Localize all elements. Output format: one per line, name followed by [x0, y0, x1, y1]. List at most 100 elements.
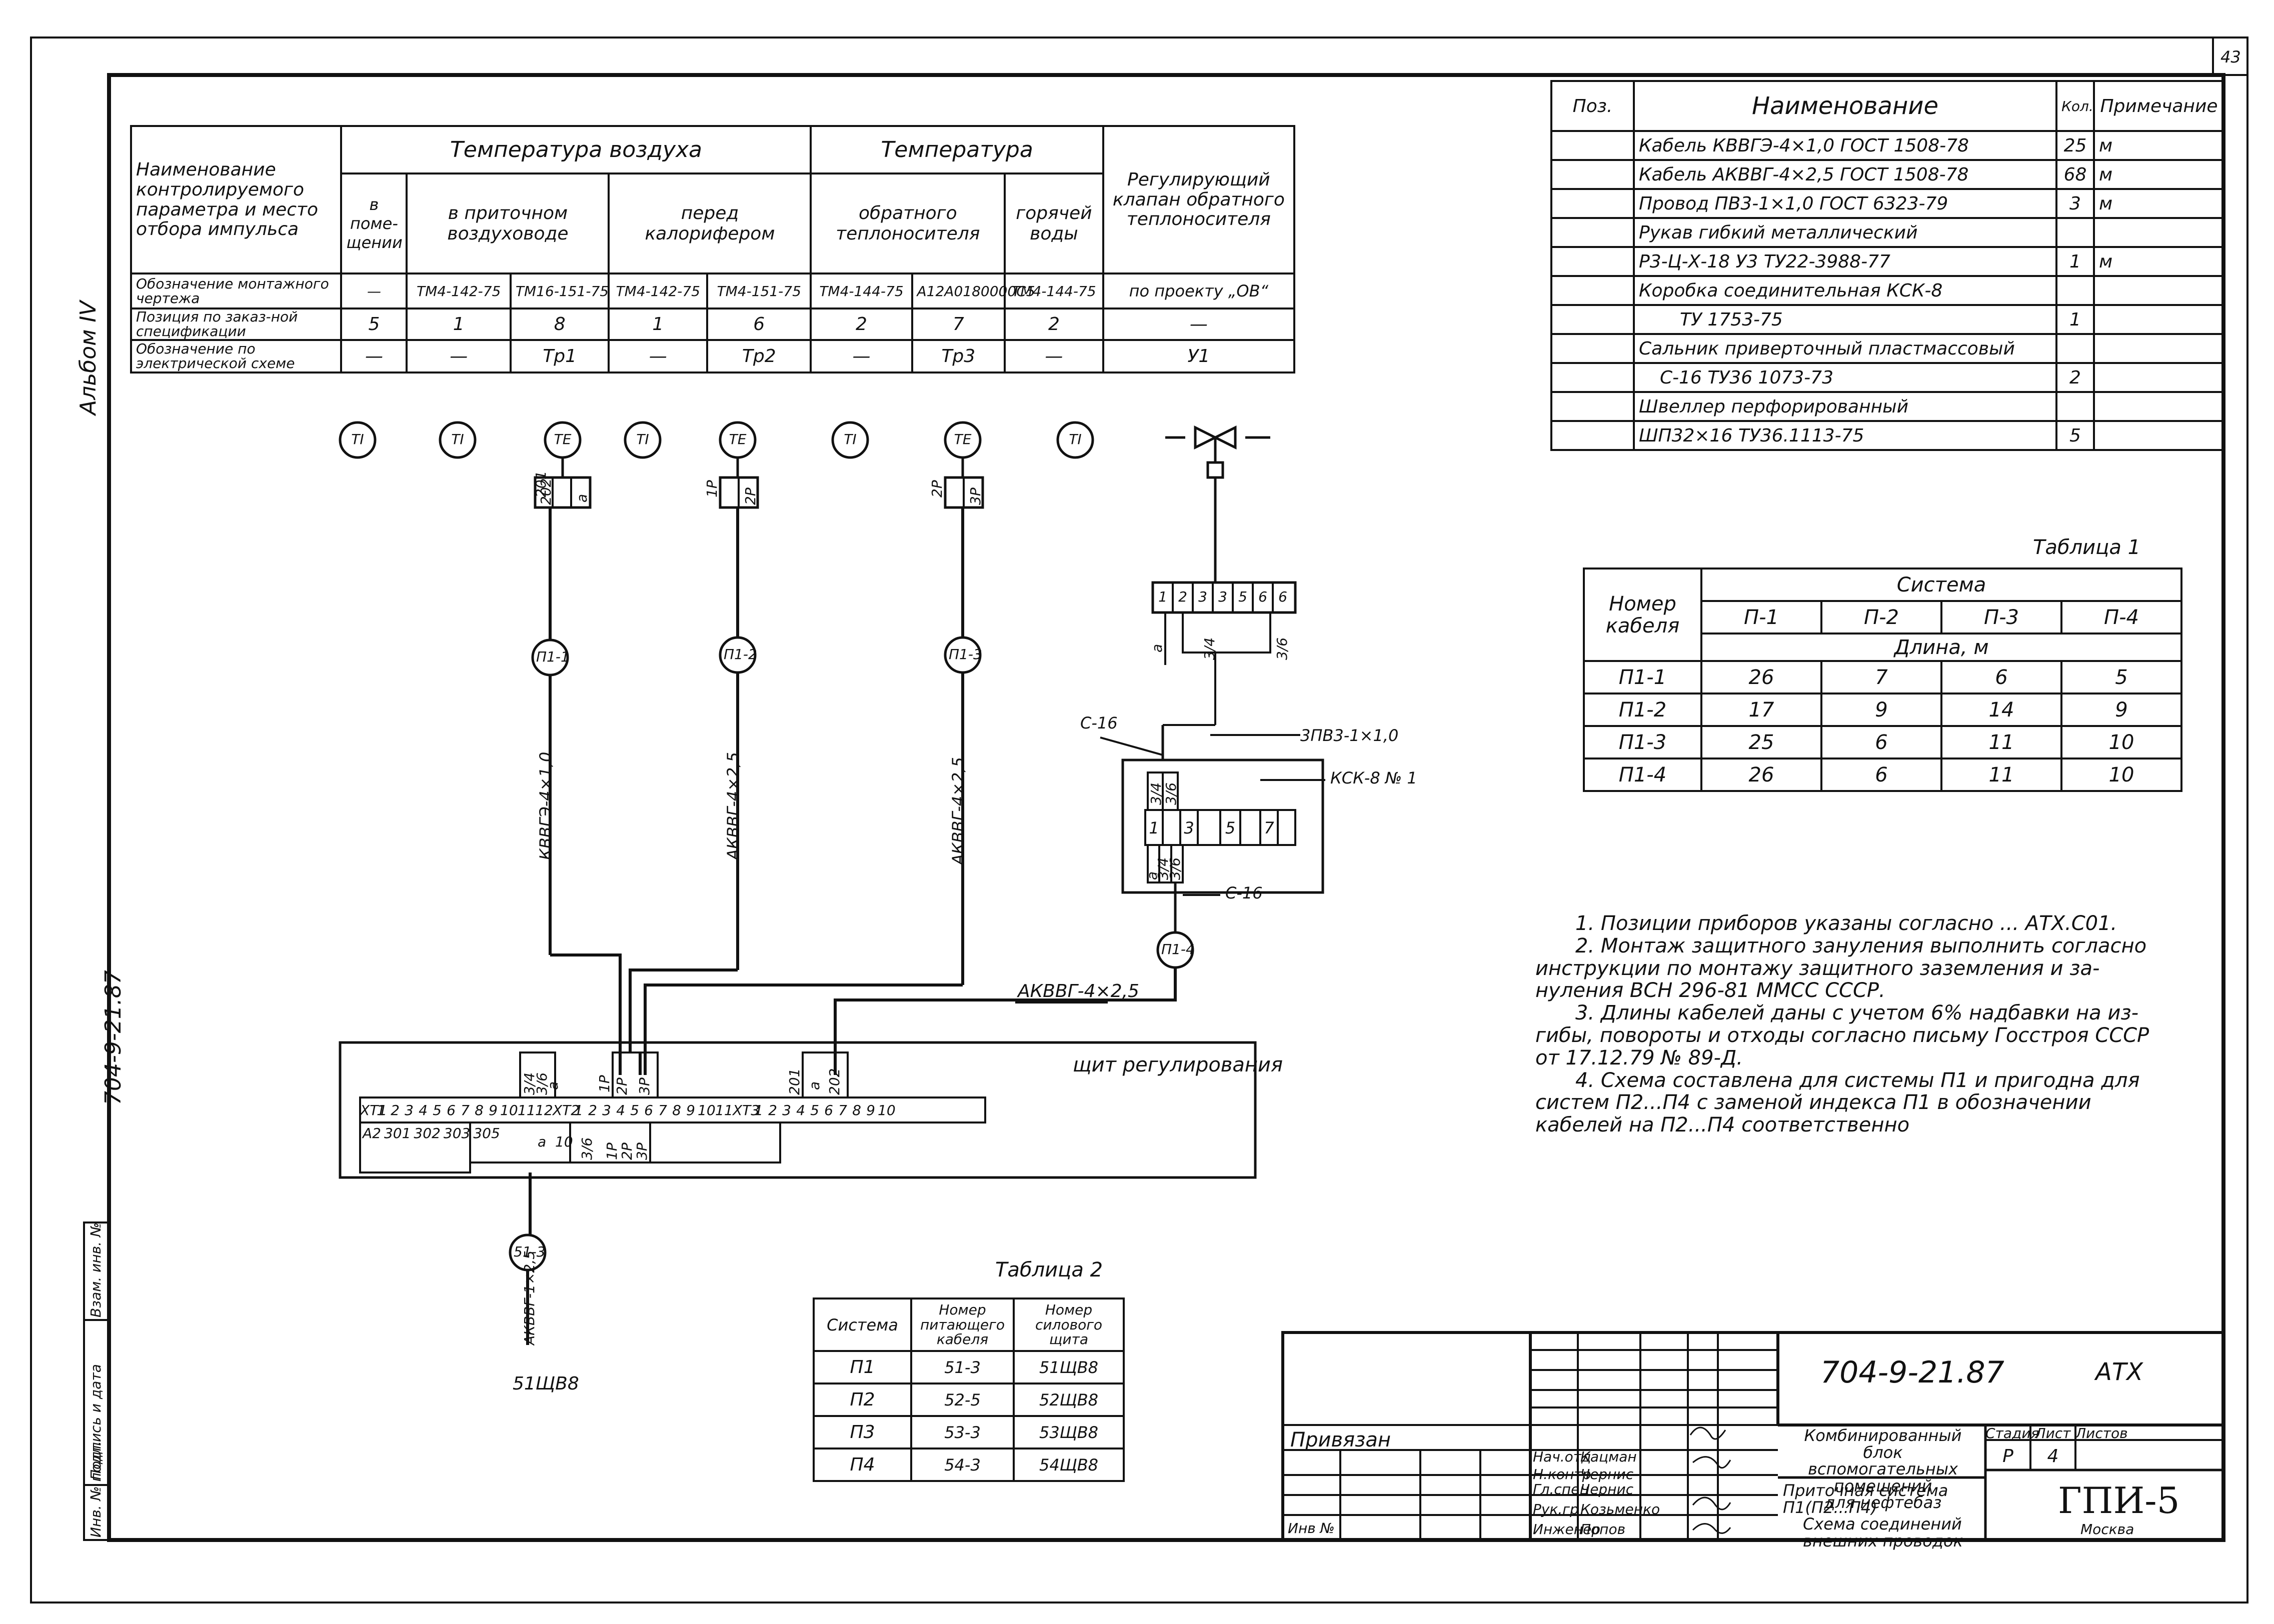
panel-terminal: XT3 [733, 1102, 760, 1118]
params-cell: по проекту „ОВ“ [1102, 272, 1296, 310]
note-line: 2. Монтаж защитного зануления выполнить … [1575, 934, 2147, 958]
panel-terminal: 4 [419, 1102, 428, 1118]
role-name: Чернис [1580, 1466, 1634, 1482]
params-cell: ТМ16-151-75 [509, 272, 610, 310]
cable-marker: П1-3 [949, 646, 982, 662]
doc-mark: АТХ [2095, 1358, 2143, 1386]
wire-label: 3ПВ3-1×1,0 [1300, 726, 1399, 745]
panel-top-tag: 202 [826, 1068, 843, 1095]
spec-head-qty: Кол. [2055, 80, 2095, 132]
role-name: Кацман [1580, 1448, 1637, 1465]
cable-marker: 51-3 [514, 1244, 546, 1260]
box-tag: 3/4 [1148, 782, 1164, 805]
project-code-side: 704-9-21.87 [101, 970, 126, 1105]
notes-block: 1. Позиции приборов указаны согласно ...… [1535, 912, 2220, 1136]
panel-top-tag: 3P [636, 1078, 653, 1095]
box-tag: 3/6 [1163, 782, 1179, 805]
params-head-valve: Регулирующий клапан обратного теплоносит… [1102, 125, 1296, 274]
params-head-air: Температура воздуха [340, 125, 812, 174]
panel-top-tag: 2P [614, 1078, 630, 1095]
role-title: Н.контр [1533, 1466, 1591, 1482]
valve-terminal: 6 [1258, 588, 1267, 605]
panel-bottom-tag: А2 [363, 1125, 381, 1142]
sensor-tag: 202 [538, 478, 554, 505]
params-row-label: Обозначение монтажного чертежа [130, 272, 343, 310]
panel-mid-tag: 3P [634, 1142, 650, 1160]
panel-bottom-tags: А2 301 302 303 305 [363, 1125, 500, 1142]
cable-type: АКВВГ-4×2,5 [724, 752, 743, 860]
panel-terminal: 2 [391, 1102, 400, 1118]
panel-terminal: 12 [535, 1102, 553, 1118]
valve-terminal: 3 [1218, 588, 1227, 605]
note-line: гибы, повороты и отходы согласно письму … [1535, 1024, 2149, 1047]
panel-terminal: 5 [433, 1102, 442, 1118]
panel-top-tag: a [806, 1081, 823, 1090]
panel-terminal: 8 [475, 1102, 484, 1118]
spec-row: Швеллер перфорированный [1550, 391, 2225, 422]
role-title: Гл.спец [1533, 1481, 1589, 1498]
sensor-label: TE [554, 431, 572, 448]
params-cell: 6 [706, 308, 812, 341]
table1: Номер кабеля Система П-1 П-2 П-3 П-4 Дли… [1583, 568, 2183, 792]
note-line: систем П2...П4 с заменой индекса П1 в об… [1535, 1091, 2091, 1114]
page-number: 43 [2220, 48, 2241, 66]
params-cell: — [1102, 308, 1296, 341]
c16-bottom: С-16 [1225, 884, 1263, 902]
panel-bottom-tag: 305 [473, 1125, 500, 1142]
panel-terminal: 1 [574, 1102, 583, 1118]
parameters-table: Наименование контролируемого параметра и… [130, 125, 1296, 374]
valve-terminal: 6 [1278, 588, 1287, 605]
table2-head: Номер питающего кабеля [910, 1298, 1015, 1352]
params-cell: Тр2 [706, 338, 812, 374]
cable-type: АКВВГ-4×2,5 [949, 757, 968, 865]
panel-mid-tag: a [538, 1134, 547, 1150]
panel-bottom-tag: 303 [443, 1125, 471, 1142]
params-row-drawing: Обозначение монтажного чертежа — ТМ4-142… [130, 272, 1296, 310]
params-cell: У1 [1102, 338, 1296, 374]
params-cell: — [810, 338, 913, 374]
params-head-name: Наименование контролируемого параметра и… [130, 125, 343, 274]
params-cell: — [608, 338, 709, 374]
box-terminal: 3 [1184, 818, 1194, 838]
params-cell: — [340, 338, 408, 374]
table1-length-label: Длина, м [1700, 632, 2183, 662]
org-city: Москва [2080, 1521, 2134, 1538]
panel-terminal: 6 [824, 1102, 833, 1118]
panel-top-tag: 1P [596, 1075, 613, 1092]
panel-terminal: 1 [377, 1102, 386, 1118]
cable-marker: П1-2 [724, 646, 757, 662]
panel-terminal: 4 [616, 1102, 625, 1118]
params-row-position: Позиция по заказ-ной спецификации 5 1 8 … [130, 308, 1296, 341]
panel-top-tag: a [545, 1081, 561, 1090]
strip-vzam: Взам. инв. № [88, 1222, 104, 1318]
spec-head-pos: Поз. [1550, 80, 1635, 132]
note-line: 4. Схема составлена для системы П1 и при… [1575, 1068, 2140, 1092]
inv-label: Инв № [1288, 1520, 1335, 1536]
panel-terminal: 3 [405, 1102, 414, 1118]
params-row-label: Обозначение по электрической схеме [130, 338, 343, 374]
note-line: инструкции по монтажу защитного заземлен… [1535, 956, 2100, 980]
note-line: 1. Позиции приборов указаны согласно ...… [1575, 912, 2117, 935]
note-line: от 17.12.79 № 89-Д. [1535, 1046, 1743, 1070]
valve-terminal: 2 [1178, 588, 1187, 605]
params-sub-return: обратного теплоносителя [810, 172, 1006, 274]
table2-head: Система [813, 1298, 912, 1352]
params-cell: 2 [1004, 308, 1104, 341]
valve-wire-tag: 3/6 [1274, 637, 1290, 660]
role-title: Рук.гр [1533, 1501, 1579, 1518]
role-title: Нач.отд [1533, 1448, 1591, 1465]
panel-terminal: 7 [461, 1102, 470, 1118]
valve-terminal: 1 [1158, 588, 1167, 605]
params-cell: 1 [406, 308, 512, 341]
params-cell: 1 [608, 308, 709, 341]
panel-terminal: 5 [810, 1102, 819, 1118]
